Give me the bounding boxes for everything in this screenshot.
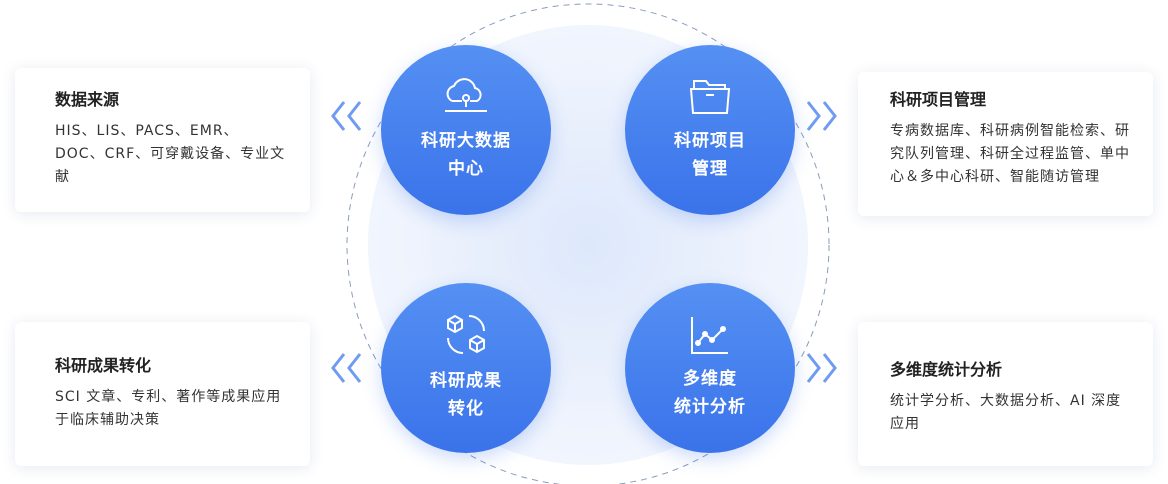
node-label-line1: 科研项目 — [674, 131, 746, 151]
node-label-line1: 科研成果 — [430, 371, 502, 391]
card-description: HIS、LIS、PACS、EMR、DOC、CRF、可穿戴设备、专业文献 — [55, 123, 286, 185]
node-label-line2: 转化 — [448, 399, 484, 419]
chevron-right-icon — [806, 353, 837, 383]
card-title: 科研项目管理 — [890, 90, 987, 109]
node-label-line2: 中心 — [448, 159, 484, 179]
node-research-big-data-center[interactable]: 科研大数据 中心 — [381, 45, 551, 215]
node-label-line2: 统计分析 — [674, 397, 746, 417]
folder-icon — [689, 80, 731, 114]
chevron-left-icon — [331, 353, 362, 383]
cubes-exchange-icon — [447, 314, 485, 354]
card-data-sources: 数据来源 HIS、LIS、PACS、EMR、DOC、CRF、可穿戴设备、专业文献 — [15, 68, 310, 212]
node-multidimensional-statistics[interactable]: 多维度 统计分析 — [625, 283, 795, 453]
card-statistical-analysis: 多维度统计分析 统计学分析、大数据分析、AI 深度应用 — [858, 322, 1153, 466]
node-research-project-management[interactable]: 科研项目 管理 — [625, 45, 795, 215]
node-research-achievement-transformation[interactable]: 科研成果 转化 — [381, 283, 551, 453]
card-project-management: 科研项目管理 专病数据库、科研病例智能检索、研究队列管理、科研全过程监管、单中心… — [858, 72, 1153, 216]
node-label-line1: 多维度 — [683, 369, 737, 389]
node-label-line1: 科研大数据 — [421, 131, 511, 151]
chevron-right-icon — [806, 101, 837, 131]
card-description: 专病数据库、科研病例智能检索、研究队列管理、科研全过程监管、单中心＆多中心科研、… — [890, 123, 1130, 185]
line-chart-icon — [691, 317, 728, 354]
card-title: 科研成果转化 — [55, 356, 152, 375]
card-description: 统计学分析、大数据分析、AI 深度应用 — [890, 393, 1122, 432]
card-achievement-transformation: 科研成果转化 SCI 文章、专利、著作等成果应用于临床辅助决策 — [15, 322, 310, 466]
card-description: SCI 文章、专利、著作等成果应用于临床辅助决策 — [55, 389, 282, 428]
cloud-data-icon — [445, 78, 487, 112]
card-title: 数据来源 — [55, 90, 120, 109]
card-title: 多维度统计分析 — [890, 360, 1003, 379]
node-label-line2: 管理 — [692, 159, 728, 179]
chevron-left-icon — [331, 101, 362, 131]
